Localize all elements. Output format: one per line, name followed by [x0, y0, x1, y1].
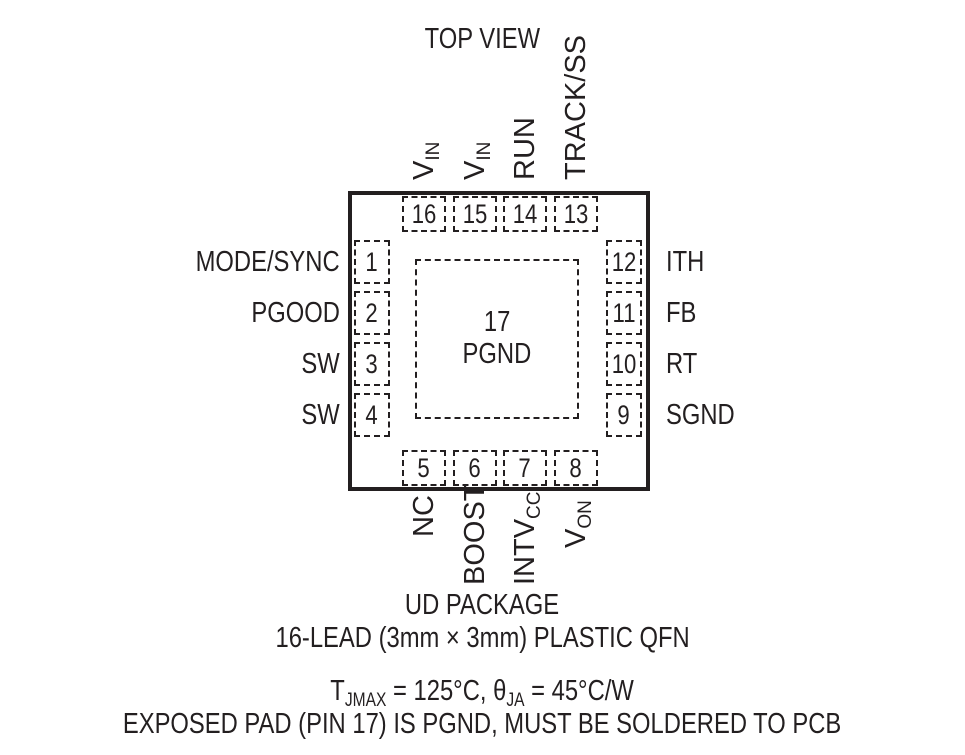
pin-13: 13 [554, 196, 598, 232]
right-pin-label-11: FB [666, 297, 697, 329]
pin-7: 7 [503, 450, 547, 486]
pin-4: 4 [354, 393, 390, 437]
right-pin-label-12: ITH [666, 246, 705, 278]
top-pin-label-14: RUN [509, 117, 541, 180]
bottom-pin-label-7: INTVCC [509, 491, 545, 585]
left-pin-label-2: PGOOD [251, 297, 340, 329]
top-pin-label-15: VIN [459, 141, 495, 180]
pin-8: 8 [554, 450, 598, 486]
left-pin-label-4: SW [301, 399, 340, 431]
pin-2: 2 [354, 291, 390, 335]
bottom-pin-label-5: NC [408, 495, 440, 537]
pin-10: 10 [606, 342, 642, 386]
view-title: TOP VIEW [424, 23, 541, 55]
pin-12: 12 [606, 240, 642, 284]
pin-16: 16 [402, 196, 446, 232]
top-pin-label-13: TRACK/SS [560, 34, 592, 180]
pin-11: 11 [606, 291, 642, 335]
pin-3: 3 [354, 342, 390, 386]
left-pin-label-3: SW [301, 348, 340, 380]
bottom-pin-label-6: BOOST [459, 483, 491, 585]
pin-5: 5 [402, 450, 446, 486]
left-pin-label-1: MODE/SYNC [195, 246, 340, 278]
pin-1: 1 [354, 240, 390, 284]
right-pin-label-9: SGND [666, 399, 735, 431]
exposed-pad-note: EXPOSED PAD (PIN 17) IS PGND, MUST BE SO… [123, 708, 842, 740]
pin-15: 15 [453, 196, 497, 232]
thermal-info: TJMAX = 125°C, θJA = 45°C/W [330, 675, 635, 711]
pin-6: 6 [453, 450, 497, 486]
pad-name: PGND [462, 338, 532, 370]
top-pin-label-16: VIN [408, 141, 444, 180]
exposed-pad [415, 259, 579, 419]
bottom-pin-label-8: VON [560, 500, 596, 548]
package-line-1: UD PACKAGE [405, 589, 560, 621]
pad-number: 17 [483, 306, 511, 338]
package-line-2: 16-LEAD (3mm × 3mm) PLASTIC QFN [275, 622, 690, 654]
pin-14: 14 [503, 196, 547, 232]
package-body [348, 191, 650, 491]
pin-9: 9 [606, 393, 642, 437]
right-pin-label-10: RT [666, 348, 698, 380]
